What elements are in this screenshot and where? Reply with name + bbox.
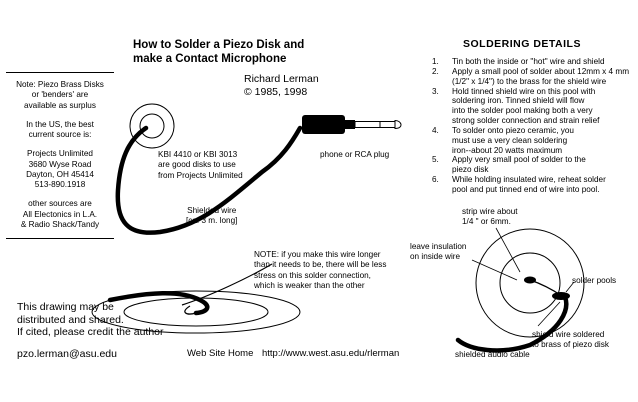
sidebar-rule-top — [6, 72, 114, 73]
soldered-line: shield wire soldered — [532, 330, 605, 339]
sidebar-line: Note: Piezo Brass Disks — [16, 80, 104, 89]
step-text: piezo disk — [452, 165, 489, 175]
sidebar-line: other sources are — [28, 199, 92, 209]
strip-line: 1/4 " or 6mm. — [462, 217, 511, 227]
soldering-step: 3. Hold tinned shield wire on this pool w… — [432, 87, 629, 126]
page-title: How to Solder a Piezo Disk and make a Co… — [133, 38, 304, 67]
step-text: To solder onto piezo ceramic, you — [452, 125, 574, 135]
sidebar-line: current source is: — [28, 130, 92, 139]
step-text: Apply very small pool of solder to the — [452, 155, 586, 165]
step-text: (1/2" x 1/4") to the brass for the shiel… — [452, 76, 607, 86]
step-text: pool and put tinned end of wire into poo… — [452, 184, 600, 194]
step-text: into the solder pool making both a very — [452, 106, 593, 116]
sidebar-line: All Electonics in L.A. — [22, 209, 98, 219]
soldering-step: 4. To solder onto piezo ceramic, you must… — [432, 126, 629, 156]
step-text: Tin both the inside or "hot" wire and sh… — [452, 57, 605, 66]
copyright: © 1985, 1998 — [244, 86, 308, 99]
soldering-steps: 1. Tin both the inside or "hot" wire and … — [432, 57, 629, 195]
soldering-step: 2. Apply a small pool of solder about 12m… — [432, 67, 629, 87]
leave-line: leave insulation — [410, 242, 467, 251]
website-url-link[interactable]: http://www.west.asu.edu/rlerman — [262, 348, 400, 359]
solder-detail-disk — [455, 228, 585, 353]
strip-line: strip wire about — [462, 207, 518, 216]
shielded-wire-label: Shielded wire[ca. 3 m. long] — [186, 206, 237, 227]
step-text: While holding insulated wire, reheat sol… — [452, 175, 606, 185]
sidebar-line: & Radio Shack/Tandy — [20, 219, 100, 229]
step-text: soldering iron. Tinned shield will flow — [452, 96, 585, 106]
title-line-2: make a Contact Microphone — [133, 53, 287, 66]
shielded-line: Shielded wire — [187, 206, 237, 215]
title-line-1: How to Solder a Piezo Disk and — [133, 39, 305, 51]
kbi-line: KBI 4410 or KBI 3013 — [158, 150, 238, 159]
shielded-line: [ca. 3 m. long] — [186, 216, 238, 226]
step-text: must use a very clean soldering — [452, 135, 568, 145]
leave-line: on inside wire — [410, 252, 461, 262]
step-number: 1. — [432, 57, 439, 66]
sidebar-line: 3680 Wyse Road — [28, 159, 92, 169]
step-number: 3. — [432, 86, 439, 96]
note-line: than it needs to be, there will be less — [254, 260, 387, 270]
step-text: iron--about 20 watts maximum — [452, 145, 563, 155]
step-number: 6. — [432, 175, 439, 185]
solder-pools-label: solder pools — [572, 276, 617, 285]
soldering-heading: SOLDERING DETAILS — [463, 38, 581, 50]
sidebar-rule-bottom — [6, 238, 114, 239]
kbi-line: are good disks to use — [158, 160, 236, 170]
shielded-wire — [115, 125, 303, 235]
author-name: Richard Lerman — [244, 73, 319, 85]
step-number: 4. — [432, 125, 439, 135]
distribution-line: distributed and shared. — [17, 313, 124, 326]
author-block: Richard Lerman © 1985, 1998 — [244, 73, 319, 99]
distribution-line: This drawing may be — [17, 301, 114, 313]
note-line: which is weaker than the other — [254, 280, 365, 290]
soldering-step: 6. While holding insulated wire, reheat s… — [432, 175, 629, 195]
plug-label: phone or RCA plug — [320, 150, 390, 159]
kbi-line: from Projects Unlimited — [158, 170, 243, 180]
sidebar-line: Projects Unlimited — [27, 149, 93, 159]
piezo-disk-side — [91, 263, 301, 334]
step-text: Hold tinned shield wire on this pool wit… — [452, 86, 596, 96]
note-line: NOTE: if you make this wire longer — [254, 250, 381, 259]
author-email[interactable]: pzo.lerman@asu.edu — [17, 348, 117, 360]
callout-arrows — [471, 227, 575, 327]
step-number: 2. — [432, 66, 439, 76]
sidebar-line: Dayton, OH 45414 — [26, 169, 94, 179]
phone-plug — [302, 115, 402, 134]
step-number: 5. — [432, 155, 439, 165]
sidebar-line: In the US, the best — [26, 119, 94, 129]
note-line: stress on this solder connection, — [254, 270, 371, 280]
distribution-line: If cited, please credit the author — [17, 326, 164, 339]
step-text: Apply a small pool of solder about 12mm … — [452, 66, 630, 76]
soldering-step: 1. Tin both the inside or "hot" wire and … — [432, 57, 629, 67]
soldered-line: to brass of piezo disk — [532, 340, 609, 350]
sidebar-line: available as surplus — [24, 100, 96, 110]
sidebar-line: 513-890.1918 — [34, 180, 86, 189]
website-home-link[interactable]: Web Site Home — [187, 348, 254, 359]
piezo-disk-top — [129, 103, 175, 149]
soldering-step: 5. Apply very small pool of solder to the… — [432, 155, 629, 175]
step-text: strong solder connection and strain reli… — [452, 116, 600, 126]
sidebar-line: or 'benders' are — [31, 90, 89, 100]
audio-cable-label: shielded audio cable — [455, 350, 530, 359]
